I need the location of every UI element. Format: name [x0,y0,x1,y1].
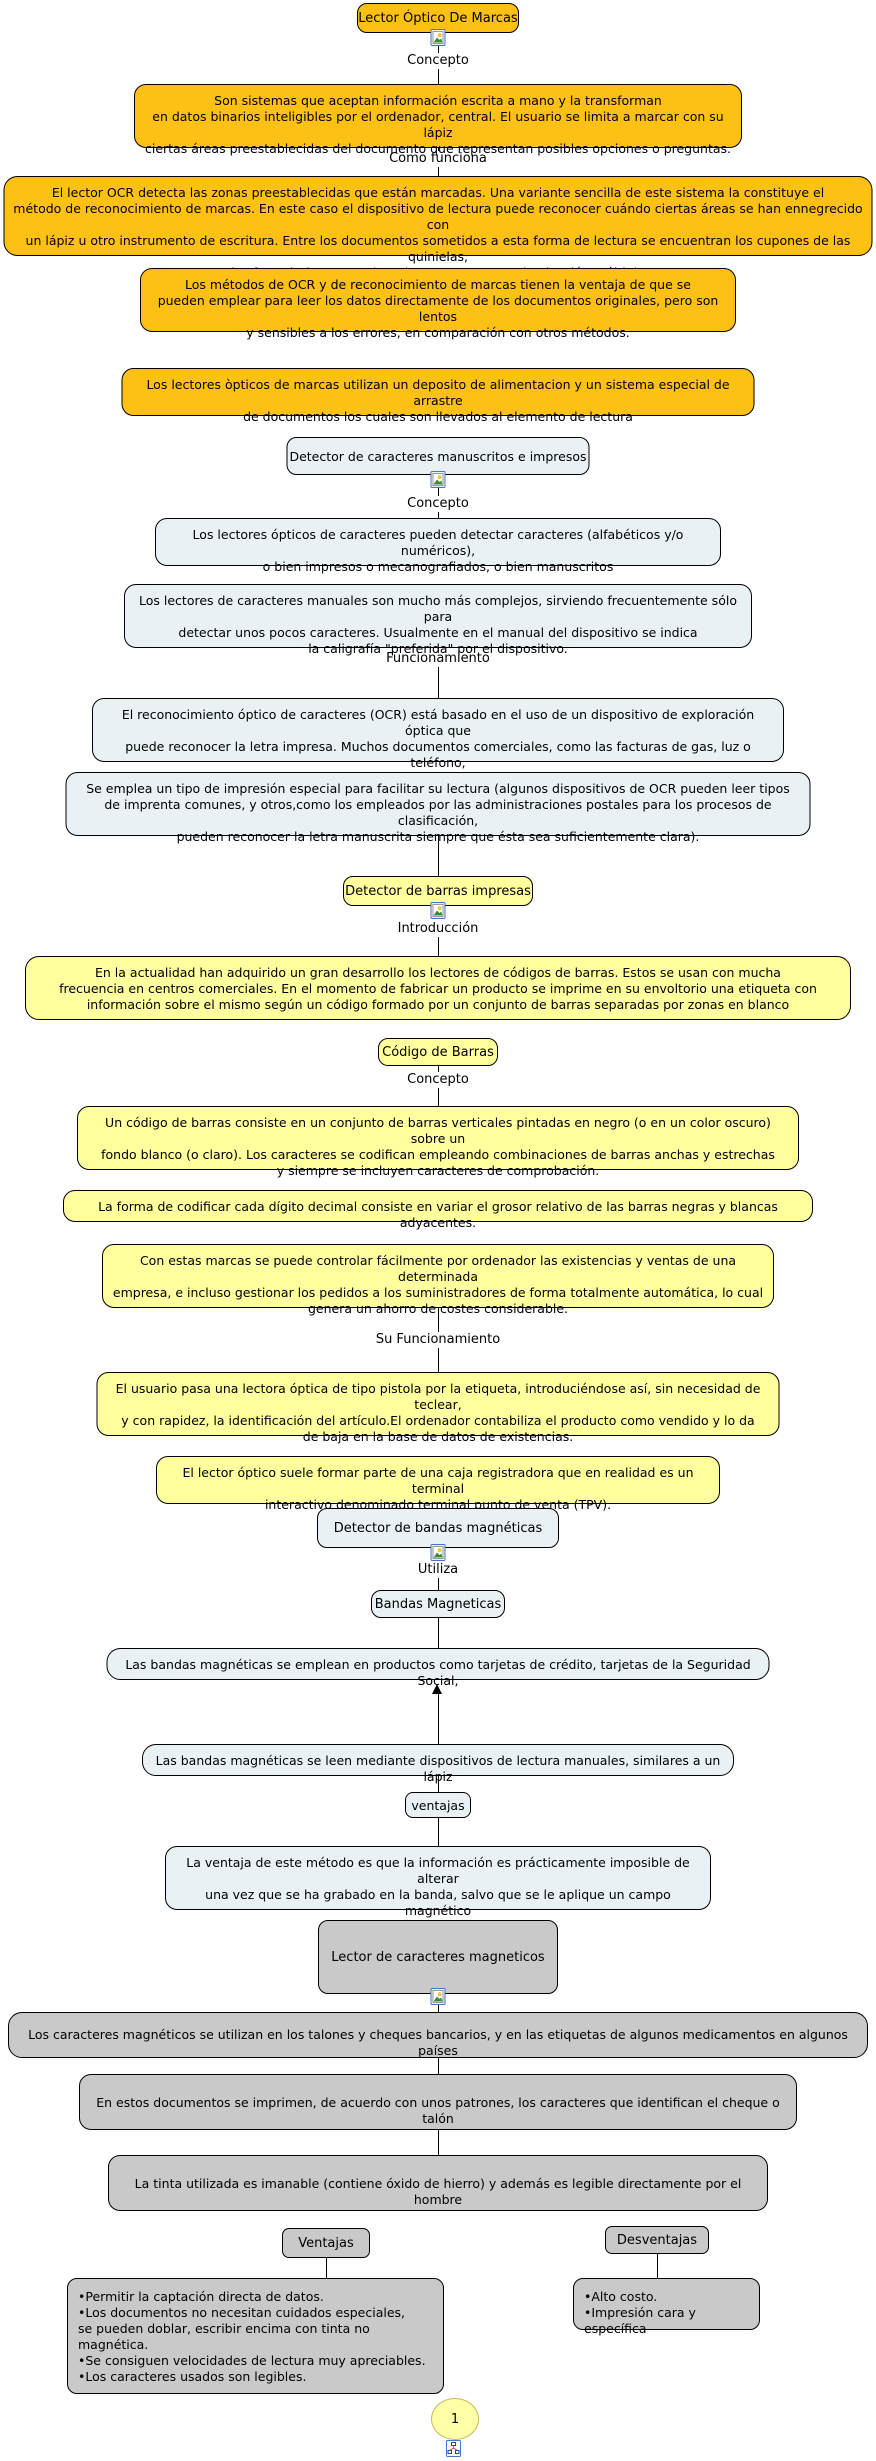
info-box-con-estas-marcas: Con estas marcas se puede controlar fáci… [102,1244,774,1316]
arrow-up-icon [432,1684,442,1694]
list-box-desventajas: •Alto costo. •Impresión cara y específic… [573,2278,760,2336]
link-label-concepto: Concepto [407,496,469,511]
concept-node-detector-barras[interactable]: Detector de barras impresas [343,876,533,906]
info-box-forma-codificar: La forma de codificar cada dígito decima… [63,1190,813,1230]
concept-node-codigo-de-barras[interactable]: Código de Barras [378,1038,498,1066]
link-label-su-funcionamiento: Su Funcionamiento [375,1332,501,1347]
connector-line [437,167,439,176]
resource-icon[interactable] [430,902,446,919]
concept-node-detector-bandas[interactable]: Detector de bandas magnéticas [317,1508,559,1548]
info-box-lector-ocr-detecta: El lector OCR detecta las zonas preestab… [3,176,873,280]
concept-node-lector-magneticos[interactable]: Lector de caracteres magneticos [318,1920,558,1994]
info-box-son-sistemas: Son sistemas que aceptan información esc… [134,84,742,156]
connector-line [437,148,439,151]
connector-line [437,1578,439,1590]
connector-line [437,69,439,84]
connector-line-arrow [437,1694,439,1744]
concept-node-bandas-magneticas[interactable]: Bandas Magneticas [371,1590,505,1618]
info-box-reconocimiento-optico: El reconocimiento óptico de caracteres (… [92,698,784,786]
info-box-ventaja-metodo: La ventaja de este método es que la info… [165,1846,711,1934]
connector-line [437,512,439,518]
connector-line [437,2130,439,2155]
info-box-caracteres-magneticos-uso: Los caracteres magnéticos se utilizan en… [8,2012,868,2058]
connector-line [326,2258,327,2278]
connector-line [437,1776,439,1792]
concept-node-desventajas[interactable]: Desventajas [605,2226,709,2254]
link-label-como-funciona: Como funciona [389,151,487,166]
connector-line [437,1618,439,1648]
info-box-impresion-especial: Se emplea un tipo de impresión especial … [65,772,811,844]
connector-line [437,1348,439,1372]
list-box-ventajas: •Permitir la captación directa de datos.… [67,2278,444,2394]
connector-line [437,488,439,496]
info-box-caja-registradora: El lector óptico suele formar parte de u… [156,1456,720,1512]
connector-line [437,46,439,53]
resource-icon[interactable] [430,29,446,46]
page-number-node[interactable]: 1 [431,2398,479,2440]
connector-line [437,667,439,698]
concept-node-detector-caracteres[interactable]: Detector de caracteres manuscritos e imp… [286,437,590,475]
resource-icon[interactable] [430,1988,446,2005]
connector-line [437,648,439,651]
info-box-metodos-ocr: Los métodos de OCR y de reconocimiento d… [140,268,736,340]
connector-line [657,2254,658,2278]
info-box-usuario-pistola: El usuario pasa una lectora óptica de ti… [96,1372,780,1444]
concept-map-link-icon[interactable] [446,2440,461,2457]
connector-line [437,1066,439,1072]
info-box-detectar-caracteres: Los lectores ópticos de caracteres puede… [155,518,721,574]
resource-icon[interactable] [430,471,446,488]
info-box-bandas-leen: Las bandas magnéticas se leen mediante d… [142,1744,734,1784]
info-box-documentos-patrones: En estos documentos se imprimen, de acue… [79,2074,797,2130]
connector-line [437,1088,439,1106]
info-box-codigo-consiste: Un código de barras consiste en un conju… [77,1106,799,1178]
info-box-bandas-emplean: Las bandas magnéticas se emplean en prod… [106,1648,770,1688]
connector-line [437,2005,439,2012]
link-label-utiliza: Utiliza [417,1562,459,1577]
info-box-tinta-imanable: La tinta utilizada es imanable (contiene… [108,2155,768,2211]
concept-node-lector-optico-de-marcas[interactable]: Lector Óptico De Marcas [357,3,519,33]
connector-line [437,937,439,956]
link-label-introduccion: Introducción [397,921,479,936]
info-box-lectores-manuales: Los lectores de caracteres manuales son … [124,584,752,656]
link-label-concepto: Concepto [407,53,469,68]
connector-line [437,1818,439,1846]
link-label-concepto: Concepto [407,1072,469,1087]
link-label-funcionamiento: Funcionamiento [386,651,490,666]
connector-line [437,2058,439,2074]
concept-node-ventajas[interactable]: Ventajas [282,2228,370,2258]
info-box-deposito-alimentacion: Los lectores òpticos de marcas utilizan … [121,368,755,424]
connector-line [437,1308,439,1332]
info-box-actualidad-codigos: En la actualidad han adquirido un gran d… [25,956,851,1020]
connector-line [437,836,439,876]
concept-node-ventajas-rel[interactable]: ventajas [405,1792,471,1818]
resource-icon[interactable] [430,1544,446,1561]
